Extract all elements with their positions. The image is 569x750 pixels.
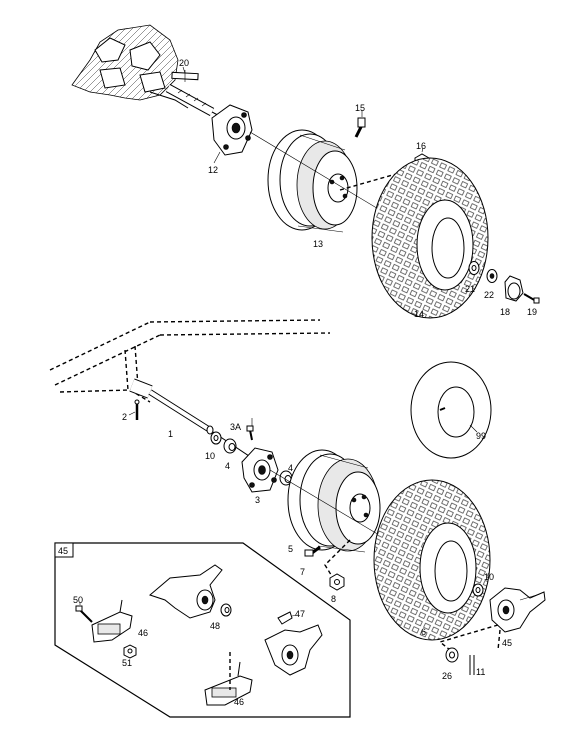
callout-6: 6 [421,627,426,637]
key-part-20 [171,70,199,82]
callout-3a: 3A [230,422,241,432]
front-frame-outline [49,319,331,403]
nut-51 [123,644,137,659]
inset-panel-45 [54,542,351,718]
callout-12: 12 [208,165,218,175]
callout-45: 45 [502,638,512,648]
callout-14: 14 [414,309,424,319]
callout-10-right: 10 [484,572,494,582]
callout-11: 11 [476,667,485,677]
callout-10-left: 10 [205,451,215,461]
steering-knuckle [264,611,323,676]
callout-47: 47 [295,609,305,619]
callout-26: 26 [442,671,452,681]
washer-10-right [472,583,484,597]
callout-18: 18 [500,307,510,317]
callout-1: 1 [168,429,173,439]
spindle-bracket-45 [489,587,546,633]
callout-22: 22 [484,290,494,300]
callout-99: 99 [476,431,486,441]
callout-4-right: 4 [288,463,293,473]
pin-2 [134,399,140,420]
callout-2: 2 [122,412,127,422]
lug-nut-8 [329,573,345,591]
callout-7: 7 [300,567,305,577]
callout-15: 15 [355,103,365,113]
wheel-rim-13 [267,129,358,233]
callout-3: 3 [255,495,260,505]
callout-4-left: 4 [225,461,230,471]
bottom-assembly [49,319,546,675]
callout-13: 13 [313,239,323,249]
callout-19: 19 [527,307,537,317]
mounting-plate-46-lower [204,661,253,706]
valve-stem-7 [304,545,321,557]
callout-50: 50 [73,595,83,605]
washer-21 [468,261,480,275]
callout-46-lower: 46 [234,697,244,707]
wheel-rim-5 [287,449,381,553]
callout-20: 20 [179,58,189,68]
callout-labels: 20 15 16 12 13 21 22 18 19 14 2 1 3A 10 … [58,58,537,707]
inset-box-label: 45 [58,546,68,556]
washer-22 [486,269,498,283]
bushing-48 [220,603,232,617]
top-assembly [71,24,540,319]
bushing-4-left [223,438,237,454]
callout-48: 48 [210,621,220,631]
tire-14 [371,157,489,319]
callout-8: 8 [331,594,336,604]
axle-spindle-1 [129,378,271,471]
callout-46-upper: 46 [138,628,148,638]
inner-tube-99 [410,361,492,459]
bolt-50 [75,605,93,623]
washer-26 [445,647,459,663]
mounting-plate-46-upper [91,599,133,643]
callout-51: 51 [122,658,132,668]
hub-cap-18 [504,275,524,302]
tire-6 [373,479,491,641]
valve-stem-15 [354,117,366,138]
callout-16: 16 [416,141,426,151]
cotter-pin-11 [469,655,475,675]
callout-5: 5 [288,544,293,554]
transaxle-housing [71,24,189,109]
wheel-hub-3 [241,425,279,493]
callout-21: 21 [465,284,475,294]
washer-10-left [210,431,222,445]
wheel-hub-12 [211,104,253,156]
steering-arm-bracket [149,564,223,619]
bolt-19 [523,293,540,304]
